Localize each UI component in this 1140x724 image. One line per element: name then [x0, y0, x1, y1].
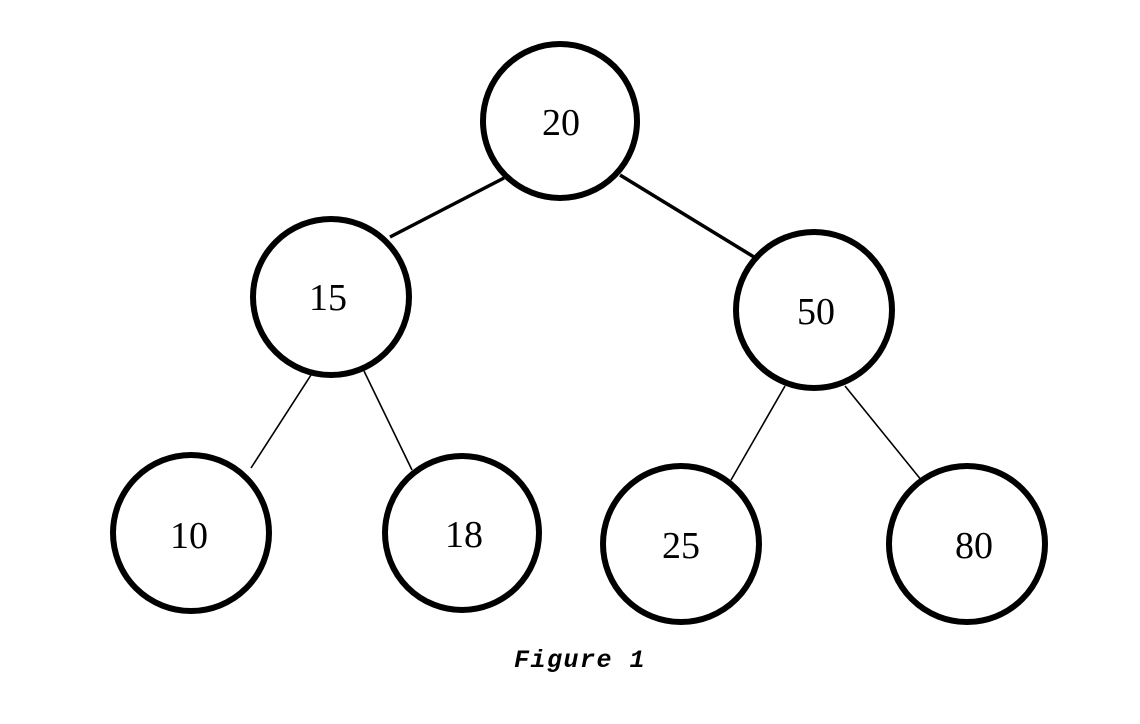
tree-edge-n50-n25: [730, 385, 786, 481]
node-circle-18: [382, 453, 542, 613]
node-label-25: 25: [662, 525, 700, 567]
node-circle-50: [733, 229, 895, 391]
tree-node-50[interactable]: 50: [733, 229, 895, 391]
node-circle-10: [110, 452, 272, 614]
tree-node-25[interactable]: 25: [600, 463, 762, 625]
tree-edge-n50-n80: [844, 385, 923, 482]
node-circle-25: [600, 463, 762, 625]
node-label-15: 15: [309, 277, 347, 319]
tree-node-80[interactable]: 80: [886, 463, 1048, 625]
tree-edge-n15-n10: [250, 374, 312, 469]
node-circle-20: [480, 41, 640, 201]
tree-node-20[interactable]: 20: [480, 41, 640, 201]
node-circle-80: [886, 463, 1048, 625]
figure-caption: Figure 1: [514, 646, 646, 675]
tree-node-15[interactable]: 15: [250, 216, 412, 378]
tree-nodes-group: 20 15 50 10 18 25 80: [110, 41, 1048, 625]
node-label-20: 20: [542, 102, 580, 144]
node-label-10: 10: [170, 515, 208, 557]
tree-node-10[interactable]: 10: [110, 452, 272, 614]
tree-edge-n15-n18: [363, 370, 413, 471]
tree-edge-n20-n50: [619, 173, 755, 259]
node-label-80: 80: [955, 525, 993, 567]
tree-edge-n20-n15: [389, 176, 505, 239]
tree-node-18[interactable]: 18: [382, 453, 542, 613]
node-label-18: 18: [445, 514, 483, 556]
tree-edges-group: [250, 173, 923, 482]
node-label-50: 50: [797, 291, 835, 333]
node-circle-15: [250, 216, 412, 378]
